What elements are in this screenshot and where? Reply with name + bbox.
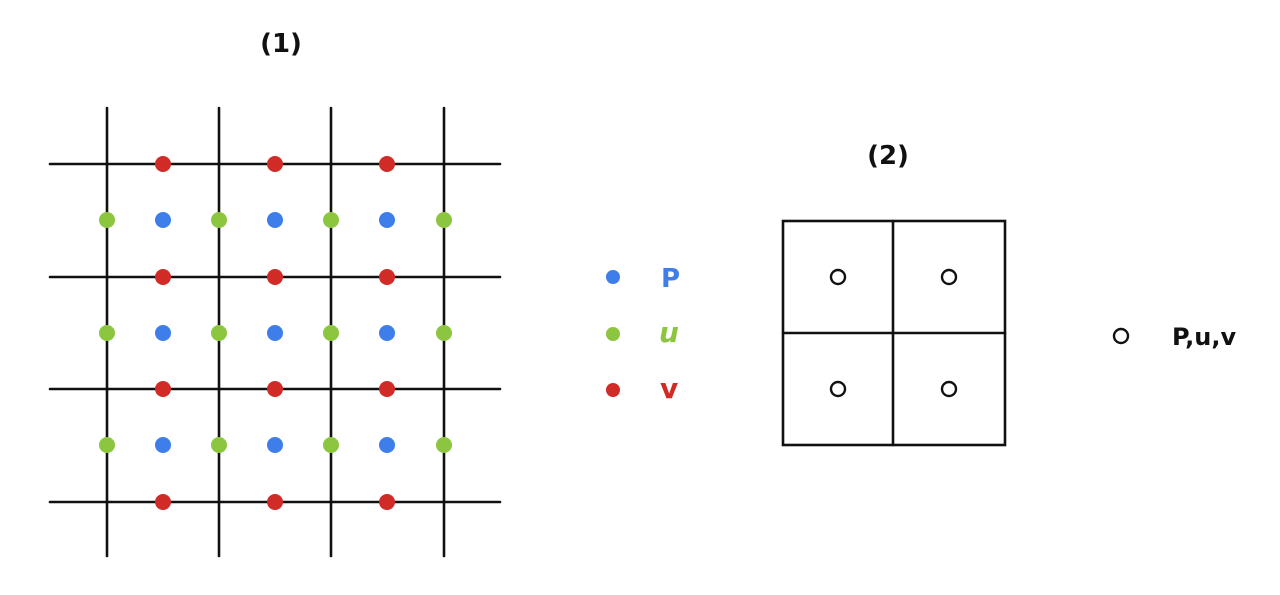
figure1-label: (1) xyxy=(260,29,302,59)
figure2-label: (2) xyxy=(867,141,909,171)
u-point xyxy=(436,325,452,341)
legend-p-marker xyxy=(606,270,620,284)
u-point xyxy=(211,212,227,228)
collocated-point xyxy=(829,380,847,398)
v-point xyxy=(379,269,395,285)
u-point xyxy=(323,325,339,341)
u-point xyxy=(99,325,115,341)
u-point xyxy=(99,437,115,453)
collocated-grid xyxy=(781,219,1007,447)
p-point xyxy=(155,437,171,453)
u-point xyxy=(211,437,227,453)
u-point xyxy=(436,212,452,228)
legend-u-marker xyxy=(606,327,620,341)
v-point xyxy=(267,269,283,285)
figure2-legend: P,u,v xyxy=(1112,323,1237,351)
v-point xyxy=(267,381,283,397)
u-point xyxy=(323,212,339,228)
legend-open-circle-marker xyxy=(1112,327,1130,345)
u-point xyxy=(436,437,452,453)
v-point xyxy=(379,156,395,172)
p-point xyxy=(155,212,171,228)
v-point xyxy=(155,494,171,510)
figure1-legend: P u v xyxy=(606,264,680,405)
p-point xyxy=(379,437,395,453)
v-point xyxy=(155,156,171,172)
p-point xyxy=(379,325,395,341)
v-point xyxy=(267,156,283,172)
v-point xyxy=(379,381,395,397)
p-point xyxy=(267,325,283,341)
u-point xyxy=(99,212,115,228)
v-point xyxy=(379,494,395,510)
legend-u-label: u xyxy=(659,316,679,349)
collocated-point xyxy=(829,268,847,286)
legend-v-label: v xyxy=(660,372,678,405)
legend-puv-label: P,u,v xyxy=(1172,323,1237,351)
collocated-point xyxy=(940,268,958,286)
v-point xyxy=(155,269,171,285)
collocated-point xyxy=(940,380,958,398)
p-point xyxy=(267,212,283,228)
legend-v-marker xyxy=(606,383,620,397)
v-point xyxy=(267,494,283,510)
collocated-points xyxy=(829,268,958,398)
legend-p-label: P xyxy=(661,264,680,294)
v-point xyxy=(155,381,171,397)
p-point xyxy=(379,212,395,228)
p-point xyxy=(155,325,171,341)
u-point xyxy=(323,437,339,453)
p-point xyxy=(267,437,283,453)
staggered-grid-points xyxy=(99,156,452,510)
u-point xyxy=(211,325,227,341)
